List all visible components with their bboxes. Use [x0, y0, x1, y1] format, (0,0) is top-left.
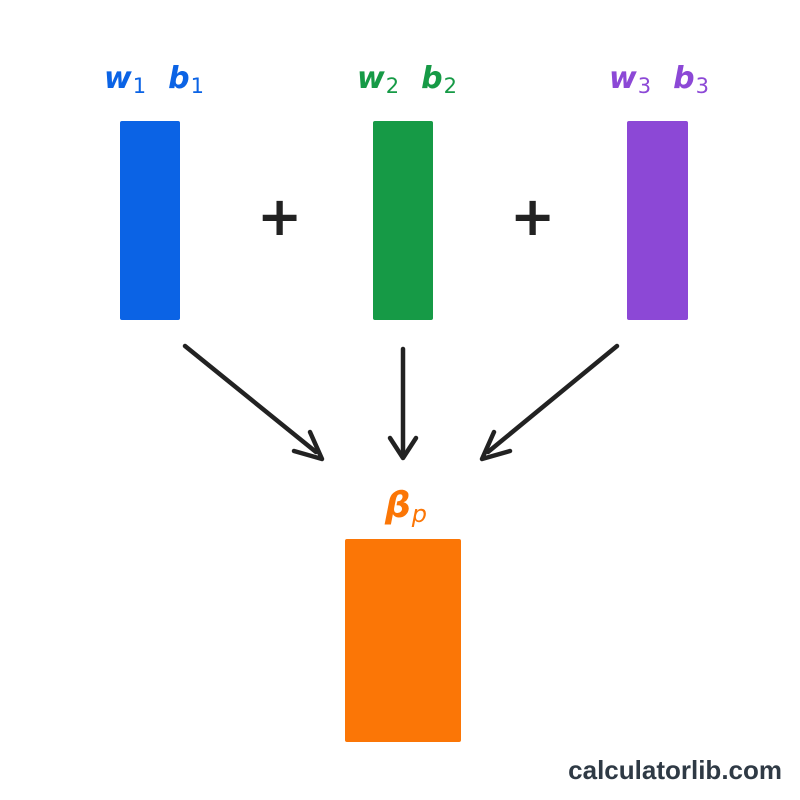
output-symbol: β: [385, 485, 411, 526]
bias-1-symbol: b: [168, 61, 190, 96]
watermark-text: calculatorlib.com: [568, 755, 782, 785]
output-label: βp: [385, 485, 428, 528]
weight-3-symbol: w: [609, 61, 637, 96]
input-1-bar: [120, 121, 180, 320]
plus-operator-2: +: [510, 185, 556, 248]
weight-1-symbol: w: [104, 61, 132, 96]
bias-2-subscript: 2: [443, 74, 457, 98]
output-bar: [345, 539, 461, 742]
arrow-left: [182, 343, 325, 462]
weight-3-subscript: 3: [637, 74, 652, 98]
weight-2-subscript: 2: [385, 74, 400, 98]
input-3-bar: [627, 121, 688, 320]
arrow-right: [479, 343, 620, 462]
output-subscript: p: [411, 500, 428, 528]
arrow-center: [387, 346, 419, 461]
bias-3-subscript: 3: [695, 74, 709, 98]
bias-3-symbol: b: [673, 61, 695, 96]
bias-2-symbol: b: [421, 61, 443, 96]
plus-operator-1: +: [257, 185, 303, 248]
weight-2-symbol: w: [357, 61, 385, 96]
input-2-bar: [373, 121, 433, 320]
bias-1-subscript: 1: [190, 74, 204, 98]
weight-1-subscript: 1: [132, 74, 147, 98]
